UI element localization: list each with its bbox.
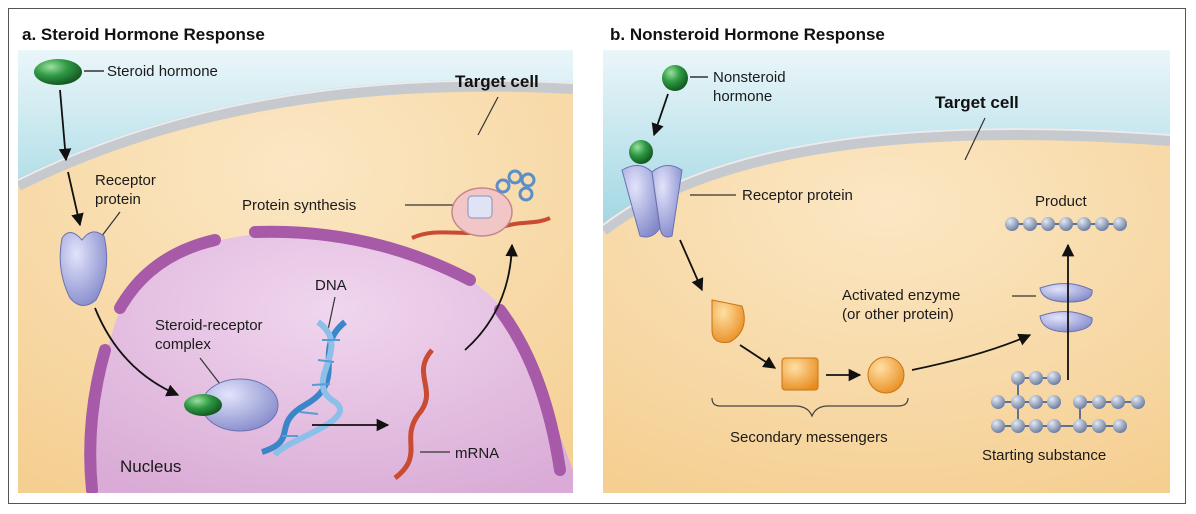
label-enzyme-line2: (or other protein) xyxy=(842,306,954,323)
panel-b-title: b. Nonsteroid Hormone Response xyxy=(610,25,885,44)
bound-hormone-icon xyxy=(184,394,222,416)
mrna-strand-icon xyxy=(393,348,434,480)
nuclear-envelope-segment xyxy=(84,344,111,493)
label-starting-substance: Starting substance xyxy=(982,447,1106,464)
arrow-to-complex xyxy=(94,307,180,397)
messenger-shape-3-icon xyxy=(867,356,905,394)
label-enzyme-line1: Activated enzyme xyxy=(842,287,960,304)
starting-substance-icon xyxy=(991,371,1145,433)
nuclear-envelope-segment xyxy=(114,234,221,314)
label-dna: DNA xyxy=(315,277,347,294)
arrow-to-receptor xyxy=(67,171,84,227)
label-protein-synthesis: Protein synthesis xyxy=(242,197,356,214)
cell-membrane-a xyxy=(18,79,573,191)
label-receptor-line1: Receptor xyxy=(95,172,156,189)
label-receptor-line2: protein xyxy=(95,191,141,208)
nonsteroid-hormone-icon xyxy=(662,65,688,91)
ribosome-icon xyxy=(411,169,551,240)
label-product: Product xyxy=(1035,193,1088,210)
label-mrna: mRNA xyxy=(455,445,499,462)
arrow-translation xyxy=(464,243,518,351)
panel-b-scene xyxy=(603,50,1170,493)
brace-secondary-messengers xyxy=(711,397,909,418)
receptor-protein-icon xyxy=(59,231,108,306)
panel-a-title: a. Steroid Hormone Response xyxy=(22,25,265,44)
messenger-shape-1-icon xyxy=(711,299,745,343)
arrow-activates-messenger xyxy=(679,239,704,292)
label-nonsteroid-line1: Nonsteroid xyxy=(713,69,786,86)
label-target-cell-b: Target cell xyxy=(935,93,1019,112)
arrow-hormone-enters xyxy=(58,89,72,162)
label-complex-line1: Steroid-receptor xyxy=(155,317,263,334)
membrane-receptor-icon xyxy=(621,140,683,238)
label-target-cell-a: Target cell xyxy=(455,72,539,91)
steroid-hormone-icon xyxy=(34,59,82,85)
messenger-shape-2-icon xyxy=(781,357,819,391)
arrow-messenger-1-2 xyxy=(739,344,777,369)
dna-double-helix-icon xyxy=(261,319,347,458)
arrow-hormone-binds xyxy=(651,93,669,137)
label-complex-line2: complex xyxy=(155,336,211,353)
label-receptor-protein-b: Receptor protein xyxy=(742,187,853,204)
arrow-activates-enzyme xyxy=(911,333,1032,371)
nuclear-envelope-segment xyxy=(494,304,566,476)
product-chain-icon xyxy=(1005,217,1127,231)
label-nonsteroid-line2: hormone xyxy=(713,88,772,105)
nuclear-envelope-segment xyxy=(249,225,476,286)
label-nucleus: Nucleus xyxy=(120,457,181,476)
activated-enzyme-icon xyxy=(1039,283,1093,333)
label-steroid-hormone: Steroid hormone xyxy=(107,63,218,80)
label-secondary-messengers: Secondary messengers xyxy=(730,429,888,446)
